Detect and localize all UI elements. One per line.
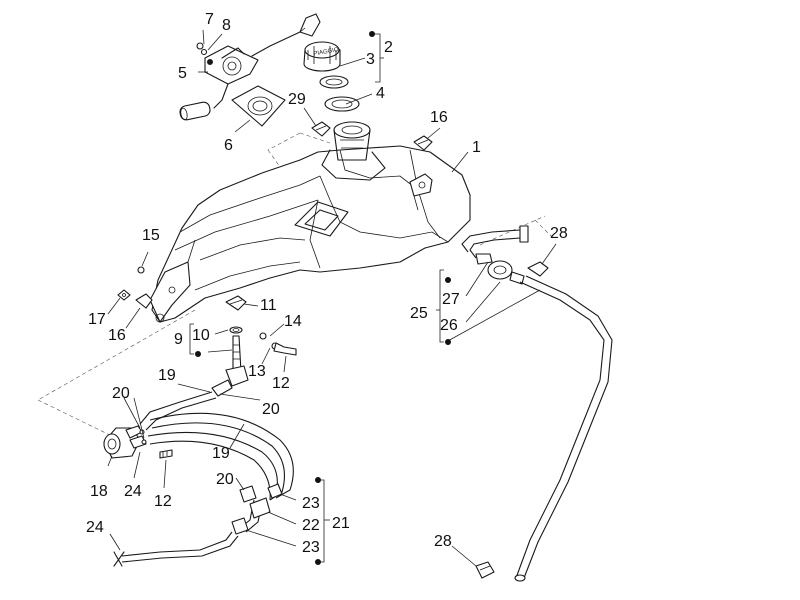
callout-5: 5	[178, 65, 187, 82]
fuel-tank	[149, 121, 471, 323]
fuel-cap: PIAGGIO	[303, 41, 341, 72]
callout-9: 9	[174, 331, 183, 348]
callout-18: 18	[90, 483, 108, 500]
left-fasteners	[117, 266, 247, 311]
breather-hose	[461, 225, 613, 582]
valve-screw	[159, 449, 173, 459]
callout-24-drain: 24	[86, 519, 104, 536]
callout-11: 11	[260, 297, 277, 314]
callout-16-upper: 16	[430, 109, 448, 126]
callout-24-valve: 24	[124, 483, 142, 500]
vent-clip	[311, 121, 331, 137]
callout-19-upper: 19	[158, 367, 176, 384]
callout-21: 21	[332, 515, 350, 532]
callout-19-lower: 19	[212, 445, 230, 462]
callout-28-upper: 28	[550, 225, 568, 242]
fuel-valve	[103, 425, 147, 459]
fuel-tap-assembly	[211, 326, 297, 397]
tank-clip-upper	[413, 135, 433, 151]
callout-15: 15	[142, 227, 160, 244]
small-nuts	[196, 42, 208, 56]
callout-labels: 1 2 3 4 5 6 7 8 9 10 11 12 12 13 14 15 1…	[86, 11, 568, 556]
callout-7: 7	[205, 11, 214, 28]
callout-3: 3	[366, 51, 375, 68]
callout-14: 14	[284, 313, 302, 330]
callout-20-left: 20	[112, 385, 130, 402]
hose-fittings	[231, 483, 283, 535]
fuel-level-sender	[179, 13, 321, 121]
drain-hose	[113, 531, 239, 567]
callout-2: 2	[384, 39, 393, 56]
callout-28-lower: 28	[434, 533, 452, 550]
callout-25: 25	[410, 305, 428, 322]
callout-16-lower: 16	[108, 327, 126, 344]
filler-gasket	[324, 96, 360, 112]
callout-13: 13	[248, 363, 266, 380]
leader-lines	[107, 29, 557, 567]
callout-12-upper: 12	[272, 375, 290, 392]
callout-8: 8	[222, 17, 231, 34]
callout-29: 29	[288, 91, 306, 108]
callout-20-lower: 20	[216, 471, 234, 488]
callout-26: 26	[440, 317, 458, 334]
callout-22: 22	[302, 517, 320, 534]
callout-1: 1	[472, 139, 481, 156]
callout-23-lower: 23	[302, 539, 320, 556]
callout-10: 10	[192, 327, 210, 344]
cap-seal	[319, 75, 349, 89]
svg-text:PIAGGIO: PIAGGIO	[313, 47, 339, 57]
callout-23-upper: 23	[302, 495, 320, 512]
kit-bullets	[195, 31, 451, 565]
sender-gasket	[231, 85, 286, 127]
callout-4: 4	[376, 85, 385, 102]
callout-20-right: 20	[262, 401, 280, 418]
callout-12-lower: 12	[154, 493, 172, 510]
callout-27: 27	[442, 291, 460, 308]
callout-6: 6	[224, 137, 233, 154]
callout-17: 17	[88, 311, 106, 328]
